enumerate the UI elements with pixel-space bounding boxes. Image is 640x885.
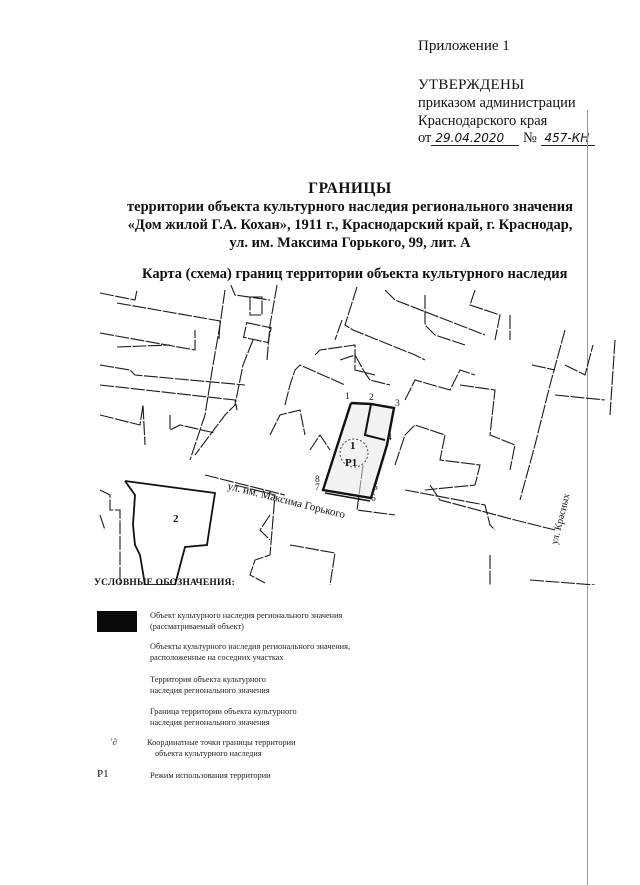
title-line-1: территории объекта культурного наследия …	[127, 199, 573, 215]
boundary-point-1: 1	[345, 392, 350, 402]
boundary-point-5: 5	[373, 483, 378, 493]
boundary-map: 2 1 P1 1 2 3 4 5 6 7 8 ул. им. Максима Г…	[99, 285, 616, 585]
legend-item-3-line-2: наследия регионального значения	[150, 686, 270, 695]
title-main: ГРАНИЦЫ	[308, 180, 392, 197]
legend-swatch-object	[97, 611, 137, 632]
boundary-point-8: 8	[315, 475, 320, 485]
boundary-point-2: 2	[369, 393, 374, 403]
legend-item-4-line-2: наследия регионального значения	[150, 718, 270, 727]
order-line-2: Краснодарского края	[418, 113, 548, 129]
legend-item-5-line-2: объекта культурного наследия	[155, 749, 262, 758]
legend-title: УСЛОВНЫЕ ОБОЗНАЧЕНИЯ:	[94, 578, 235, 588]
legend-item-4-line-1: Граница территории объекта культурного	[150, 707, 297, 716]
neighbor-object-number: 2	[173, 513, 179, 525]
legend-item-6: Режим использования территории	[150, 770, 271, 781]
regime-label: P1	[345, 457, 357, 469]
legend-item-4: Граница территории объекта культурного н…	[150, 706, 297, 728]
legend-item-2-line-2: расположенные на соседних участках	[150, 653, 284, 662]
street-label-krasnykh: ул. Красных	[549, 492, 572, 545]
legend-item-5: Координатные точки границы территории об…	[147, 737, 296, 759]
order-number-prefix: №	[523, 130, 537, 146]
map-caption: Карта (схема) границ территории объекта …	[142, 266, 568, 282]
legend-item-1: Объект культурного наследия региональног…	[150, 610, 342, 632]
object-number: 1	[350, 440, 356, 452]
order-number: 457-КН	[540, 131, 595, 146]
legend-item-1-line-1: Объект культурного наследия региональног…	[150, 611, 343, 620]
boundary-point-3: 3	[395, 399, 400, 409]
legend-item-3-line-1: Территория объекта культурного	[150, 675, 266, 684]
order-line-1: приказом администрации	[418, 95, 576, 111]
scan-edge-line	[587, 110, 588, 885]
legend-item-3: Территория объекта культурного наследия …	[150, 674, 270, 696]
legend-item-2: Объекты культурного наследия регионально…	[150, 641, 350, 663]
legend-item-5-line-1: Координатные точки границы территории	[147, 738, 296, 747]
title-line-3: ул. им. Максима Горького, 99, лит. А	[229, 235, 471, 251]
coordinate-point-icon: '∂	[111, 737, 118, 747]
boundary-point-6: 6	[371, 494, 376, 504]
order-from-prefix: от	[418, 130, 432, 146]
order-date: 29.04.2020	[431, 131, 520, 146]
regime-symbol: P1	[97, 768, 109, 780]
document-title: ГРАНИЦЫ территории объекта культурного н…	[100, 180, 600, 252]
boundary-point-4: 4	[387, 433, 392, 443]
title-line-2: «Дом жилой Г.А. Кохан», 1911 г., Краснод…	[127, 217, 573, 233]
boundary-point-7: 7	[315, 483, 320, 493]
legend-item-6-line-1: Режим использования территории	[150, 771, 271, 780]
legend-item-1-line-2: (рассматриваемый объект)	[150, 622, 244, 631]
legend-item-2-line-1: Объекты культурного наследия регионально…	[150, 642, 351, 651]
approved-heading: УТВЕРЖДЕНЫ	[418, 77, 525, 93]
appendix-label: Приложение 1	[418, 38, 510, 54]
